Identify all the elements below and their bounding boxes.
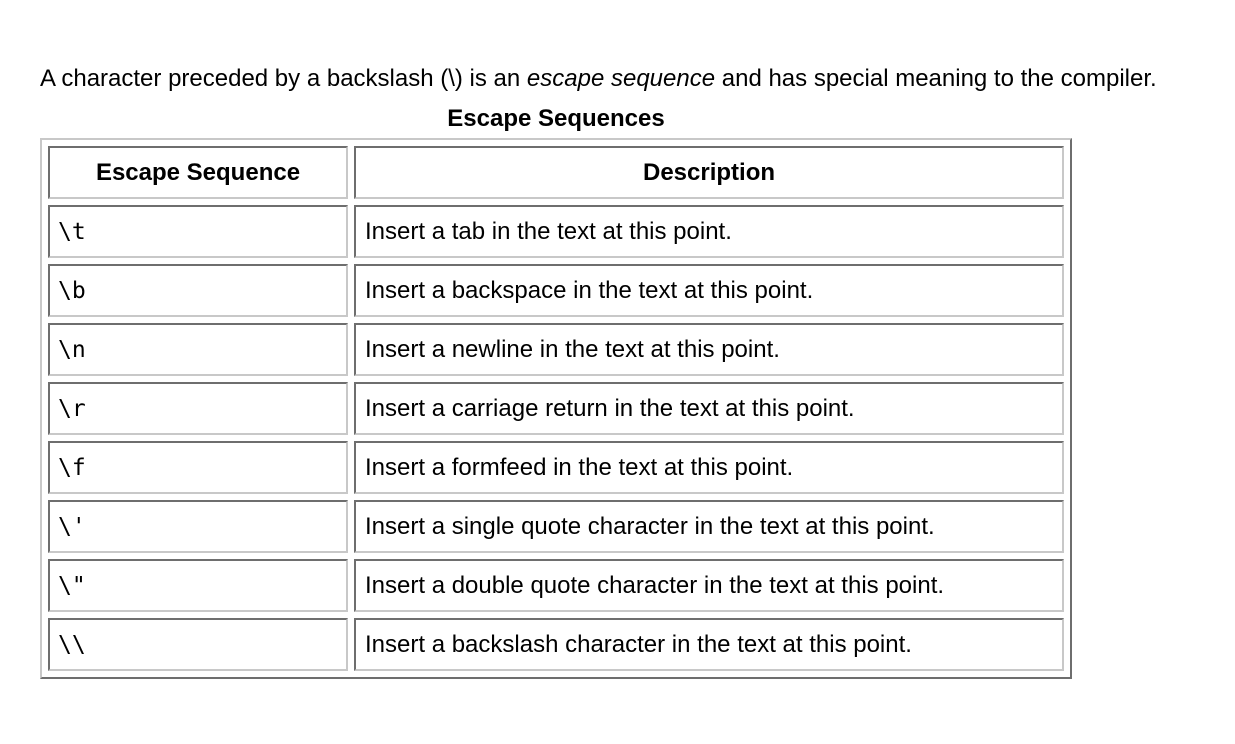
- table-caption: Escape Sequences: [447, 105, 665, 132]
- escape-sequence-cell: \n: [48, 323, 348, 376]
- escape-sequence-cell: \": [48, 559, 348, 612]
- escape-sequence-cell: \\: [48, 618, 348, 671]
- description-cell: Insert a single quote character in the t…: [354, 500, 1064, 553]
- description-cell: Insert a backslash character in the text…: [354, 618, 1064, 671]
- table-row: \b Insert a backspace in the text at thi…: [48, 264, 1064, 317]
- description-cell: Insert a formfeed in the text at this po…: [354, 441, 1064, 494]
- intro-emphasis: escape sequence: [526, 65, 716, 92]
- header-escape-sequence: Escape Sequence: [48, 146, 348, 199]
- table-row: \' Insert a single quote character in th…: [48, 500, 1064, 553]
- escape-sequence-cell: \b: [48, 264, 348, 317]
- table-header-row: Escape Sequence Description: [48, 146, 1064, 199]
- table-row: \" Insert a double quote character in th…: [48, 559, 1064, 612]
- description-cell: Insert a newline in the text at this poi…: [354, 323, 1064, 376]
- intro-paragraph: A character preceded by a backslash (\) …: [40, 64, 1157, 94]
- table-row: \n Insert a newline in the text at this …: [48, 323, 1064, 376]
- description-cell: Insert a tab in the text at this point.: [354, 205, 1064, 258]
- description-cell: Insert a double quote character in the t…: [354, 559, 1064, 612]
- table-row: \t Insert a tab in the text at this poin…: [48, 205, 1064, 258]
- escape-sequences-table: Escape Sequence Description \t Insert a …: [40, 138, 1072, 679]
- intro-text-start: A character preceded by a backslash (\) …: [40, 65, 527, 92]
- table-row: \\ Insert a backslash character in the t…: [48, 618, 1064, 671]
- escape-sequence-cell: \f: [48, 441, 348, 494]
- escape-sequence-cell: \t: [48, 205, 348, 258]
- description-cell: Insert a carriage return in the text at …: [354, 382, 1064, 435]
- header-description: Description: [354, 146, 1064, 199]
- description-cell: Insert a backspace in the text at this p…: [354, 264, 1064, 317]
- escape-sequence-cell: \r: [48, 382, 348, 435]
- escape-sequence-cell: \': [48, 500, 348, 553]
- table-row: \r Insert a carriage return in the text …: [48, 382, 1064, 435]
- table-row: \f Insert a formfeed in the text at this…: [48, 441, 1064, 494]
- intro-text-end: and has special meaning to the compiler.: [715, 65, 1157, 92]
